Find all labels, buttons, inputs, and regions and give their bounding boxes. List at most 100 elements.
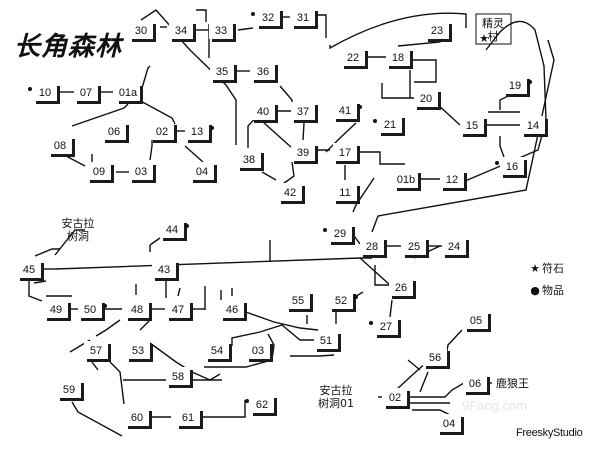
room-node: 61 — [176, 408, 203, 429]
room-node-box — [251, 102, 275, 120]
room-label: 21 — [384, 119, 396, 131]
room-node-box — [402, 237, 426, 255]
map-path-line — [499, 136, 506, 161]
room-node-box — [333, 183, 357, 201]
room-label: 18 — [392, 52, 404, 64]
room-node-box — [116, 83, 140, 101]
room-node-box — [166, 300, 190, 318]
map-title: 长角森林 — [14, 32, 123, 62]
room-node-box — [394, 170, 418, 188]
room-label: 43 — [158, 264, 170, 276]
room-node-box — [521, 116, 545, 134]
room-node: 48 — [125, 300, 152, 321]
room-node-box — [209, 21, 233, 39]
map-path-line — [28, 281, 43, 302]
room-node: 45 — [17, 260, 44, 281]
room-node: 04 — [437, 414, 464, 435]
room-label: 19 — [509, 80, 521, 92]
room-label: 04 — [196, 166, 208, 178]
room-label: 37 — [297, 106, 309, 118]
room-node: 57 — [84, 341, 111, 362]
room-node-box — [383, 388, 407, 406]
map-path-line — [71, 103, 129, 127]
room-node-box — [250, 395, 274, 413]
room-label: 42 — [284, 187, 296, 199]
room-label: 56 — [429, 352, 441, 364]
room-node: 04 — [190, 162, 217, 183]
room-label: 35 — [216, 66, 228, 78]
map-path-line — [149, 237, 161, 246]
room-node-box — [291, 102, 315, 120]
room-node: 23 — [425, 21, 452, 42]
room-label: 04 — [443, 418, 455, 430]
room-node-box — [220, 300, 244, 318]
room-label: 23 — [431, 25, 443, 37]
room-node: 28 — [360, 237, 387, 258]
room-node: 19 — [503, 76, 532, 97]
map-path-line — [54, 229, 85, 256]
room-node: 02 — [150, 122, 177, 143]
room-node-box — [44, 300, 68, 318]
room-node-box — [48, 136, 72, 154]
room-node: 20 — [414, 89, 441, 110]
item-dot — [245, 399, 249, 403]
room-node: 01b — [394, 170, 421, 191]
room-node: 02 — [383, 388, 410, 409]
room-node-box — [360, 237, 384, 255]
room-node-box — [152, 260, 176, 278]
room-node: 58 — [166, 367, 193, 388]
room-node: 30 — [129, 21, 156, 42]
item-dot — [323, 228, 327, 232]
map-path-line — [279, 161, 295, 187]
room-label: 01b — [397, 174, 415, 186]
map-path-line — [149, 140, 153, 161]
room-label: 53 — [132, 345, 144, 357]
room-label: 33 — [215, 25, 227, 37]
room-node: 03 — [246, 341, 273, 362]
room-node: 26 — [389, 278, 416, 299]
room-node: 22 — [341, 48, 368, 69]
room-node: 01a — [116, 83, 143, 104]
room-node-box — [210, 62, 234, 80]
map-path-line — [352, 177, 375, 213]
room-node: 21 — [373, 115, 405, 136]
map-path-line — [419, 371, 429, 393]
map-path-line — [177, 287, 181, 297]
room-node-box — [386, 48, 410, 66]
room-node: 52 — [329, 291, 358, 312]
room-node-box — [291, 8, 315, 26]
room-node: 13 — [185, 122, 214, 143]
map-path-line — [65, 155, 86, 167]
room-label: 08 — [54, 140, 66, 152]
room-node-box — [87, 162, 111, 180]
room-node-box — [57, 380, 81, 398]
room-node-box — [333, 143, 357, 161]
room-label: 41 — [339, 105, 351, 117]
room-node-box — [125, 408, 149, 426]
watermark: 9Fang.com — [462, 398, 528, 413]
map-path-line — [139, 319, 151, 331]
room-label: 44 — [166, 224, 178, 236]
room-label: 03 — [135, 166, 147, 178]
room-node: 07 — [74, 83, 101, 104]
room-label: 54 — [211, 345, 223, 357]
room-label: 46 — [226, 304, 238, 316]
room-node: 24 — [442, 237, 469, 258]
room-node-box — [78, 300, 102, 318]
room-node: 15 — [460, 116, 487, 137]
room-label: 36 — [257, 66, 269, 78]
room-node: 35 — [210, 62, 237, 83]
room-node: 38 — [237, 150, 264, 171]
room-node-box — [74, 83, 98, 101]
place-elf-village: 精灵村 — [482, 17, 504, 43]
room-node: 39 — [291, 143, 318, 164]
map-path-line — [231, 324, 322, 346]
map-path-line — [242, 310, 319, 331]
room-label: 45 — [23, 264, 35, 276]
room-node-box — [17, 260, 41, 278]
room-node-box — [129, 21, 153, 39]
room-node-box — [278, 183, 302, 201]
place-angela-cave-01: 安古拉树洞01 — [318, 383, 354, 410]
room-node-box — [328, 224, 352, 242]
